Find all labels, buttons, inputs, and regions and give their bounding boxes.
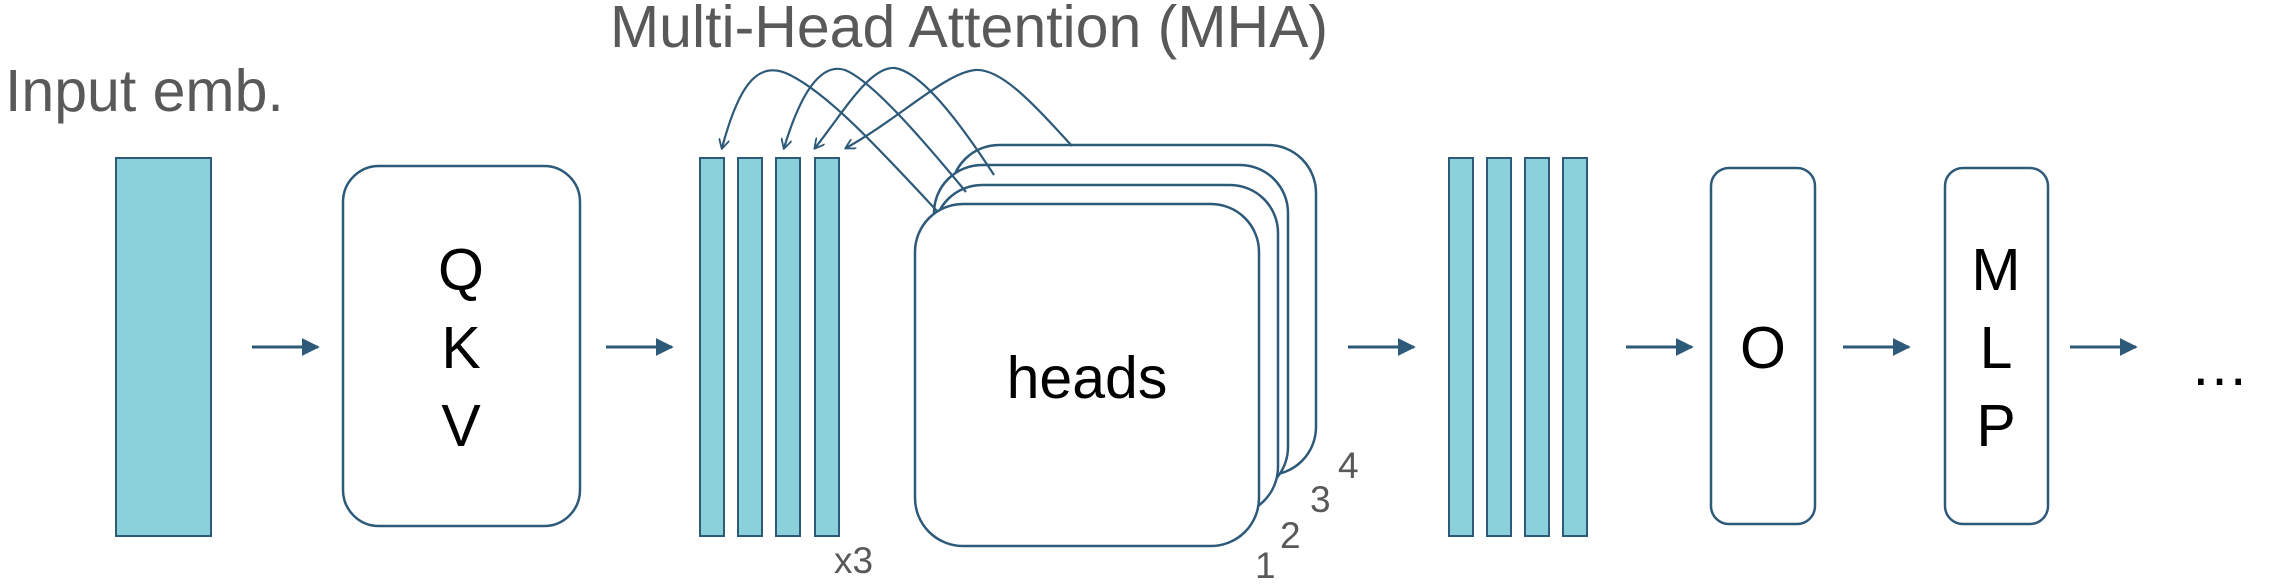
head-number-3: 3: [1310, 479, 1331, 520]
heads-label: heads: [1007, 345, 1168, 411]
head-number-1: 1: [1255, 545, 1276, 586]
ellipsis: …: [2190, 332, 2249, 398]
mlp-box: M L P: [1943, 166, 2050, 526]
head-number-4: 4: [1338, 445, 1359, 486]
split-bar-1: [699, 157, 725, 537]
concat-bar-2: [1486, 157, 1512, 537]
head-feedback-arrows: [722, 66, 1073, 213]
head-boxes-stack: heads: [913, 143, 1318, 548]
feedback-arrow-2: [784, 67, 967, 193]
v-label: V: [441, 393, 481, 459]
split-bar-3: [775, 157, 801, 537]
split-qkv-bars: [699, 157, 840, 537]
l-label: L: [1980, 315, 2013, 381]
q-label: Q: [438, 237, 484, 303]
concat-bar-3: [1524, 157, 1550, 537]
concat-bar-4: [1562, 157, 1588, 537]
head-box-1: [913, 202, 1261, 548]
x3-label: x3: [834, 540, 873, 581]
input-embedding-label: Input emb.: [5, 58, 284, 124]
split-bar-2: [737, 157, 763, 537]
k-label: K: [441, 315, 480, 381]
feedback-arrow-1: [722, 69, 939, 213]
o-label: O: [1740, 315, 1786, 381]
concat-output-bars: [1448, 157, 1588, 537]
split-bar-4: [814, 157, 840, 537]
diagram-title: Multi-Head Attention (MHA): [610, 0, 1328, 60]
qkv-projection-box: Q K V: [341, 164, 582, 528]
concat-bar-1: [1448, 157, 1474, 537]
input-embedding-bar: [115, 157, 212, 537]
feedback-arrow-3: [815, 66, 995, 176]
feedback-arrow-4: [846, 68, 1073, 148]
head-number-2: 2: [1280, 515, 1301, 556]
m-label: M: [1971, 237, 2020, 303]
p-label: P: [1976, 393, 2015, 459]
output-projection-box: O: [1709, 166, 1817, 526]
